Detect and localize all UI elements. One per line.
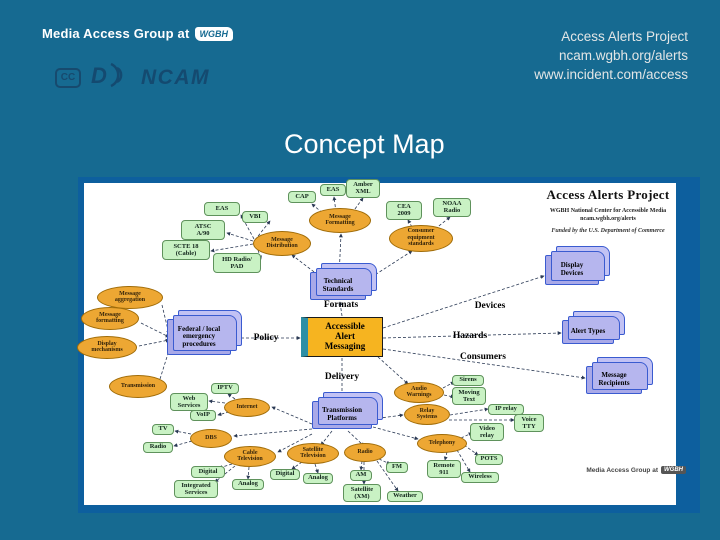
map-header-url-line: ncam.wgbh.org/alerts — [580, 216, 636, 222]
map-header: Access Alerts Project WGBH National Cent… — [508, 187, 708, 234]
map-node-am: AM — [350, 469, 372, 481]
map-node-weather: Weather — [387, 490, 423, 502]
map-node-radio-device: Radio — [143, 441, 173, 453]
map-node-message-recipients: Message Recipients — [586, 357, 653, 394]
dvs-audio-icon: D — [91, 60, 131, 95]
map-node-web-services: Web Services — [170, 393, 208, 411]
map-node-consumer-equipment-standards: Consumer equipment standards — [389, 224, 453, 252]
map-node-analog-sat: Analog — [303, 472, 333, 484]
map-node-tv: TV — [152, 423, 174, 435]
map-footer-logo: Media Access Group at WGBH — [556, 466, 686, 474]
map-node-vbi: VBI — [242, 211, 268, 223]
map-node-analog-cable: Analog — [232, 478, 264, 490]
map-header-funded: Funded by the U.S. Department of Commerc… — [551, 228, 665, 234]
wgbh-logo: WGBH — [194, 26, 233, 41]
map-node-voip: VoIP — [190, 409, 216, 421]
map-node-hazards-label: Hazards — [452, 330, 488, 341]
map-node-alert-types: Alert Types — [562, 311, 625, 344]
map-node-atsc-a90: ATSC A/90 — [181, 220, 225, 240]
map-node-consumers-label: Consumers — [460, 351, 506, 362]
map-node-iptv: IPTV — [211, 382, 239, 394]
map-node-moving-text: Moving Text — [452, 387, 486, 405]
map-node-eas-2: EAS — [320, 184, 346, 196]
map-footer-text: Media Access Group at — [586, 466, 658, 474]
map-node-policy-label: Policy — [253, 332, 279, 343]
map-node-cap: CAP — [288, 191, 316, 203]
map-node-remote-911: Remote 911 — [427, 460, 461, 478]
map-node-delivery-label: Delivery — [324, 371, 360, 382]
map-header-title: Access Alerts Project — [546, 187, 670, 202]
map-node-satellite-xm: Satellite (XM) — [343, 484, 381, 502]
map-node-internet: Internet — [224, 397, 270, 417]
map-node-message-aggregation: Message aggregation — [97, 285, 163, 309]
map-edges — [138, 196, 586, 492]
map-node-video-relay: Video relay — [470, 423, 504, 441]
ncam-logo-row: CC D NCAM — [55, 60, 210, 95]
ncam-logo: NCAM — [141, 65, 210, 89]
map-node-eas-1: EAS — [204, 202, 240, 216]
map-node-amber-xml: Amber XML — [346, 178, 380, 198]
map-node-integrated-services: Integrated Services — [174, 480, 218, 498]
map-node-pots: POTS — [475, 453, 503, 465]
map-node-hd-radio-pad: HD Radio/ PAD — [213, 253, 261, 273]
map-node-dbs: DBS — [190, 428, 232, 448]
map-node-cea-2009: CEA 2009 — [386, 200, 422, 220]
map-node-federal-local-emergency-procedures: Federal / local emergency procedures — [167, 310, 242, 355]
map-node-scte-18-cable: SCTE 18 (Cable) — [162, 240, 210, 260]
closed-caption-icon: CC — [55, 67, 81, 88]
map-header-subtitle: WGBH National Center for Accessible Medi… — [508, 207, 708, 223]
contact-line-ncam-url: ncam.wgbh.org/alerts — [558, 48, 688, 63]
map-node-accessible-alert-messaging: Accessible Alert Messaging — [301, 317, 383, 357]
map-node-digital-sat: Digital — [270, 468, 300, 480]
media-access-group-branding: Media Access Group at WGBH — [42, 26, 233, 41]
map-node-message-distribution: Message Distribution — [253, 230, 311, 256]
map-node-satellite-television: Satellite Television — [287, 442, 339, 464]
map-node-devices-label: Devices — [474, 300, 506, 311]
map-node-audio-warnings: Audio Warnings — [394, 381, 444, 403]
map-node-digital-cable: Digital — [191, 466, 225, 478]
map-node-message-formatting-left: Message formatting — [81, 306, 139, 330]
contact-block: Access Alerts Project ncam.wgbh.org/aler… — [534, 27, 688, 84]
map-node-fm: FM — [386, 461, 408, 473]
map-node-transmission: Transmission — [109, 374, 167, 398]
map-node-voice-tty: Voice TTY — [514, 414, 544, 432]
map-node-noaa-radio: NOAA Radio — [433, 197, 471, 217]
map-node-formats-label: Formats — [323, 299, 359, 310]
map-node-sirens: Sirens — [452, 374, 484, 386]
map-node-telephony: Telephony — [417, 433, 467, 453]
map-footer-wgbh-badge: WGBH — [661, 466, 686, 474]
map-node-wireless: Wireless — [461, 471, 499, 483]
map-node-message-formatting-top: Message Formatting — [309, 207, 371, 233]
svg-text:D: D — [91, 63, 107, 88]
map-header-ncam-line: WGBH National Center for Accessible Medi… — [549, 208, 667, 214]
contact-line-project: Access Alerts Project — [561, 29, 688, 44]
map-node-technical-standards: Technical Standards — [310, 263, 377, 300]
contact-line-incident-url: www.incident.com/access — [534, 67, 688, 82]
brand-text: Media Access Group at — [42, 26, 190, 41]
slide-title: Concept Map — [284, 129, 445, 159]
map-node-relay-systems: Relay Systems — [404, 403, 450, 425]
concept-map-image: Access Alerts Project WGBH National Cent… — [77, 177, 700, 513]
map-node-cable-television: Cable Television — [224, 445, 276, 467]
map-node-radio-platform: Radio — [344, 442, 386, 462]
map-node-ip-relay: IP relay — [488, 403, 524, 415]
map-node-display-devices: Display Devices — [545, 246, 610, 285]
map-node-display-mechanisms: Display mechanisms — [77, 335, 137, 359]
map-node-transmission-platforms: Transmission Platforms — [312, 392, 383, 429]
